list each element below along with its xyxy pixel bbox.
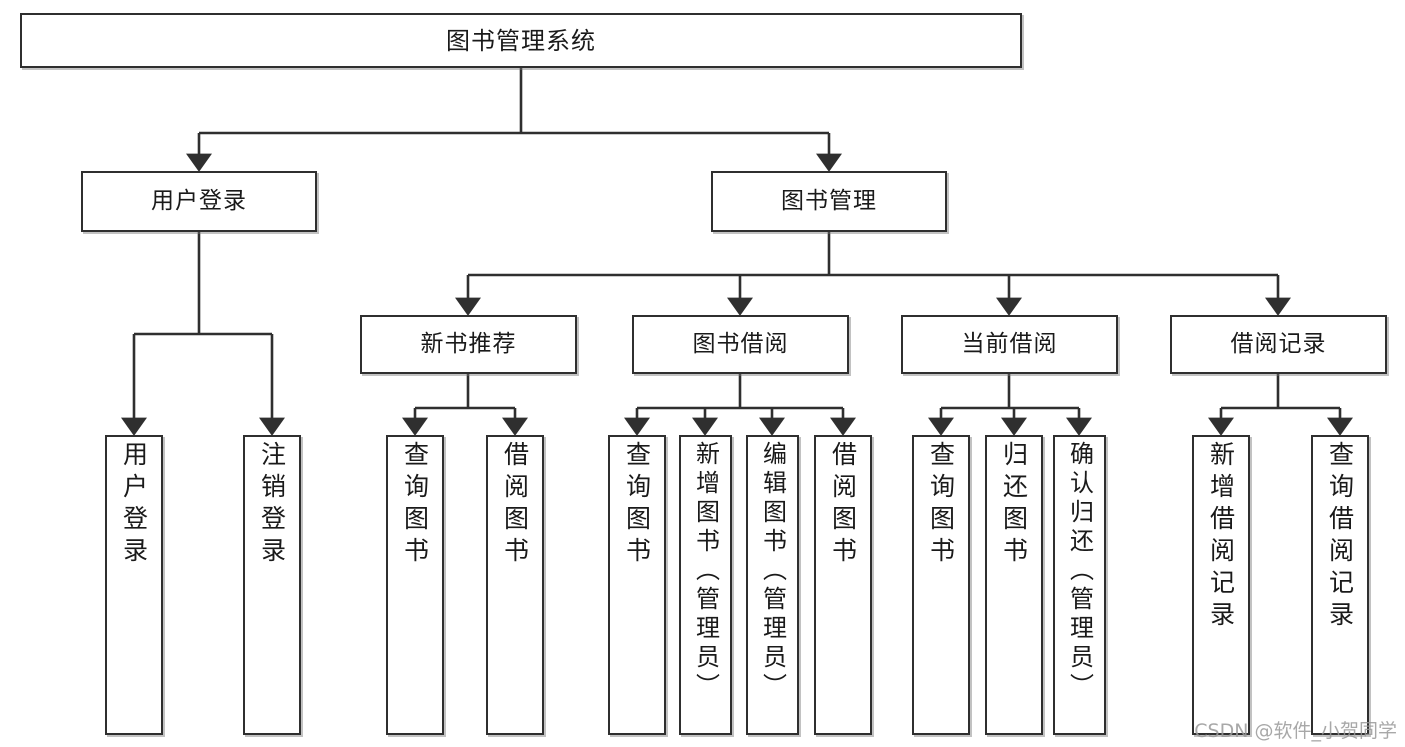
- node-leaf-edit-book[interactable]: 编辑图书（管理员）: [746, 435, 799, 735]
- node-leaf-query-book-2-label: 查询图书: [622, 441, 652, 569]
- node-leaf-query-book-3[interactable]: 查询图书: [912, 435, 970, 735]
- node-current-borrow-label: 当前借阅: [961, 331, 1058, 358]
- node-leaf-edit-book-label: 编辑图书（管理员）: [758, 441, 787, 702]
- node-leaf-add-record[interactable]: 新增借阅记录: [1192, 435, 1250, 735]
- node-borrow-record[interactable]: 借阅记录: [1170, 315, 1387, 374]
- node-leaf-confirm-return-label: 确认归还（管理员）: [1065, 441, 1094, 702]
- node-leaf-user-login-label: 用户登录: [119, 441, 149, 569]
- node-current-borrow[interactable]: 当前借阅: [901, 315, 1118, 374]
- node-leaf-add-book[interactable]: 新增图书（管理员）: [679, 435, 732, 735]
- node-leaf-borrow-book-2-label: 借阅图书: [828, 441, 858, 569]
- node-new-book-rec-label: 新书推荐: [420, 331, 517, 358]
- node-leaf-confirm-return[interactable]: 确认归还（管理员）: [1053, 435, 1106, 735]
- node-leaf-borrow-book-1-label: 借阅图书: [500, 441, 530, 569]
- node-leaf-add-book-label: 新增图书（管理员）: [691, 441, 720, 702]
- node-book-borrow[interactable]: 图书借阅: [632, 315, 849, 374]
- node-leaf-add-record-label: 新增借阅记录: [1206, 441, 1236, 633]
- node-book-manage-label: 图书管理: [781, 188, 877, 215]
- node-leaf-user-login[interactable]: 用户登录: [105, 435, 163, 735]
- node-root-label: 图书管理系统: [446, 26, 596, 55]
- node-leaf-borrow-book-2[interactable]: 借阅图书: [814, 435, 872, 735]
- node-borrow-record-label: 借阅记录: [1230, 331, 1327, 358]
- node-leaf-query-book-1[interactable]: 查询图书: [386, 435, 444, 735]
- node-book-manage[interactable]: 图书管理: [711, 171, 947, 232]
- node-leaf-query-book-2[interactable]: 查询图书: [608, 435, 666, 735]
- node-root[interactable]: 图书管理系统: [20, 13, 1022, 68]
- node-leaf-query-book-3-label: 查询图书: [926, 441, 956, 569]
- node-leaf-logout[interactable]: 注销登录: [243, 435, 301, 735]
- node-leaf-query-record[interactable]: 查询借阅记录: [1311, 435, 1369, 735]
- csdn-watermark: CSDN @软件_小贺同学: [1194, 720, 1397, 742]
- node-leaf-logout-label: 注销登录: [257, 441, 287, 569]
- node-leaf-return-book[interactable]: 归还图书: [985, 435, 1043, 735]
- node-new-book-rec[interactable]: 新书推荐: [360, 315, 577, 374]
- node-leaf-query-book-1-label: 查询图书: [400, 441, 430, 569]
- node-leaf-return-book-label: 归还图书: [999, 441, 1029, 569]
- node-book-borrow-label: 图书借阅: [692, 331, 789, 358]
- node-user-login[interactable]: 用户登录: [81, 171, 317, 232]
- node-user-login-label: 用户登录: [151, 188, 247, 215]
- node-leaf-query-record-label: 查询借阅记录: [1325, 441, 1355, 633]
- node-leaf-borrow-book-1[interactable]: 借阅图书: [486, 435, 544, 735]
